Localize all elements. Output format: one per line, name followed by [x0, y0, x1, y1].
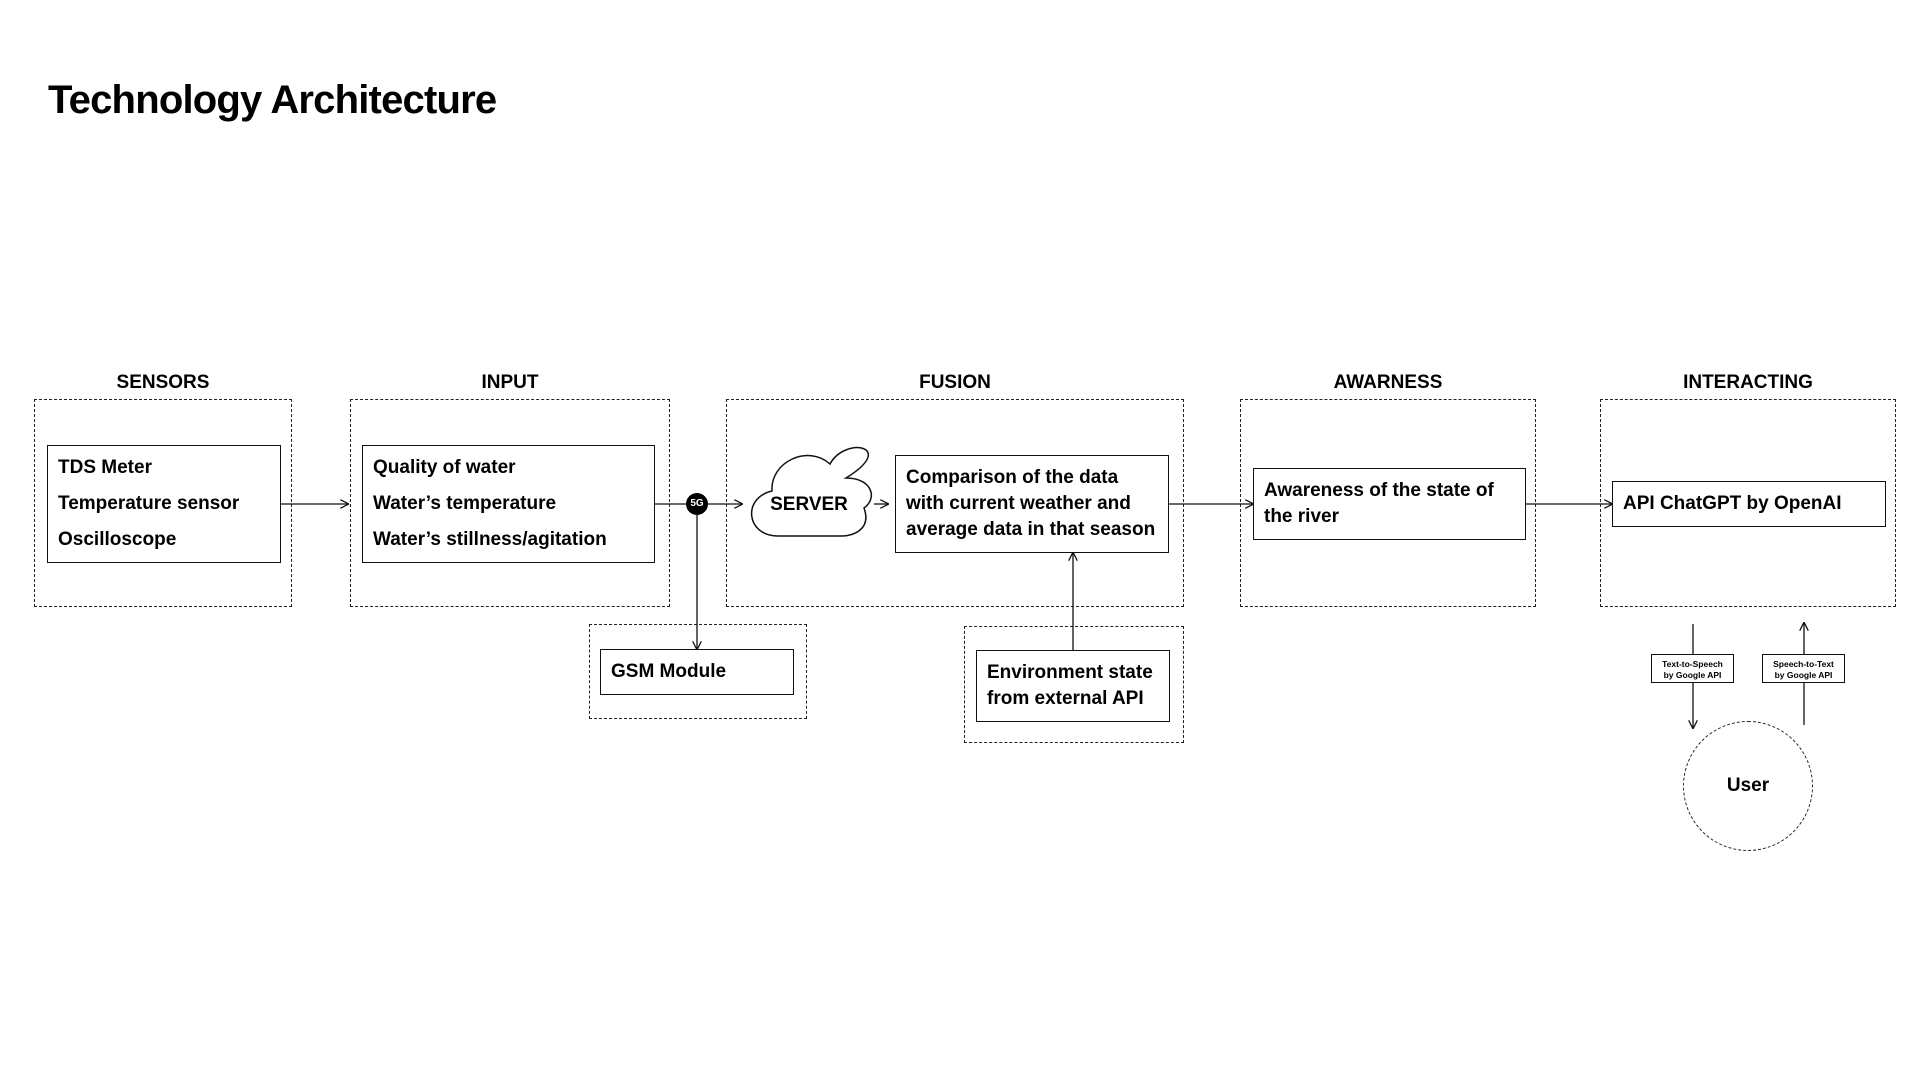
user-label: User — [1726, 775, 1770, 796]
awareness-line-2: the river — [1264, 506, 1339, 527]
stage-label-interacting: INTERACTING — [1683, 372, 1813, 393]
server-cloud-icon — [750, 446, 873, 537]
stage-label-input: INPUT — [481, 372, 539, 393]
comparison-box: Comparison of the data with current weat… — [895, 455, 1169, 553]
server-label: SERVER — [770, 494, 848, 515]
text-to-speech-box: Text-to-Speech by Google API — [1651, 654, 1734, 683]
awareness-line-1: Awareness of the state of — [1264, 480, 1494, 501]
sensor-item-temperature: Temperature sensor — [58, 493, 240, 514]
environment-line-2: from external API — [987, 688, 1144, 709]
stage-label-fusion: FUSION — [919, 372, 991, 393]
sensor-item-tds-meter: TDS Meter — [58, 457, 152, 478]
fusion-stage — [726, 399, 1184, 607]
awareness-stage — [1240, 399, 1536, 607]
sensors-stage — [34, 399, 292, 607]
page-title: Technology Architecture — [48, 78, 497, 122]
speech-to-text-box: Speech-to-Text by Google API — [1762, 654, 1845, 683]
interacting-stage — [1600, 399, 1896, 607]
stt-line-2: by Google API — [1774, 670, 1833, 680]
stage-label-awareness: AWARNESS — [1333, 372, 1443, 393]
input-item-stillness: Water’s stillness/agitation — [373, 529, 607, 550]
gsm-module-label: GSM Module — [611, 661, 727, 682]
comparison-line-1: Comparison of the data — [906, 467, 1119, 488]
5g-badge: 5G — [686, 493, 708, 515]
comparison-line-2: with current weather and — [906, 493, 1131, 514]
input-stage — [350, 399, 670, 607]
chatgpt-box: API ChatGPT by OpenAI — [1612, 481, 1886, 527]
awareness-box: Awareness of the state of the river — [1253, 468, 1526, 540]
chatgpt-label: API ChatGPT by OpenAI — [1623, 493, 1842, 514]
stage-label-sensors: SENSORS — [116, 372, 210, 393]
environment-line-1: Environment state — [987, 662, 1153, 683]
user-circle: User — [1683, 721, 1813, 851]
gsm-stage — [589, 624, 807, 719]
environment-stage — [964, 626, 1184, 743]
input-item-temperature: Water’s temperature — [373, 493, 557, 514]
comparison-line-3: average data in that season — [906, 519, 1156, 540]
sensors-box: TDS Meter Temperature sensor Oscilloscop… — [47, 445, 281, 563]
tts-line-1: Text-to-Speech — [1662, 659, 1723, 669]
gsm-module-box: GSM Module — [600, 649, 794, 695]
environment-box: Environment state from external API — [976, 650, 1170, 722]
input-item-quality: Quality of water — [373, 457, 516, 478]
tts-line-2: by Google API — [1663, 670, 1722, 680]
stt-line-1: Speech-to-Text — [1773, 659, 1834, 669]
input-box: Quality of water Water’s temperature Wat… — [362, 445, 655, 563]
sensor-item-oscilloscope: Oscilloscope — [58, 529, 177, 550]
